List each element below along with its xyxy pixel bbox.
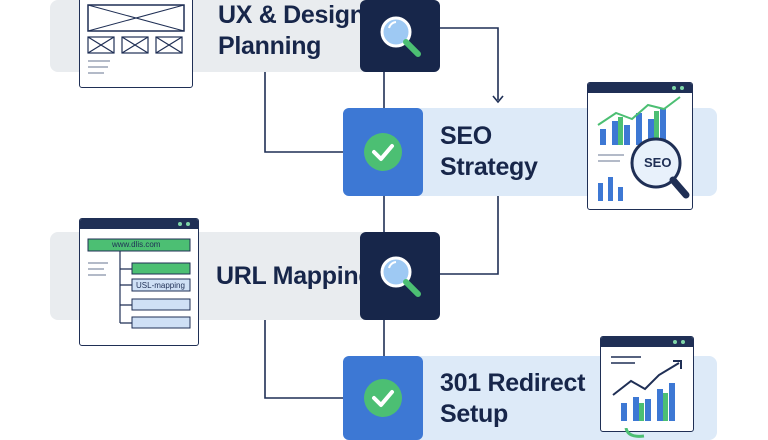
- mapping-node-text: USL-mapping: [136, 281, 185, 290]
- checkmark-icon: [364, 379, 402, 417]
- step-label-url-mapping: URL Mapping: [216, 262, 374, 290]
- redirect-growth-illustration: [600, 336, 694, 432]
- arrow-head: [492, 95, 504, 104]
- url-mapping-illustration: www.dlis.com USL-mapping: [79, 218, 199, 346]
- return-arrow-icon: [624, 428, 645, 438]
- magnifier-icon: [380, 16, 421, 57]
- step-icon-tile-2: [343, 108, 423, 196]
- seo-analytics-illustration: SEO: [587, 82, 693, 210]
- magnifier-icon: [380, 256, 421, 297]
- url-text: www.dlis.com: [112, 240, 161, 249]
- step-icon-tile-3: [360, 232, 440, 320]
- step-icon-tile-4: [343, 356, 423, 440]
- connector-planning-to-seo: [440, 27, 499, 100]
- step-icon-tile-1: [360, 0, 440, 72]
- connector-left-1: [264, 72, 343, 153]
- checkmark-icon: [364, 133, 402, 171]
- connector-left-2: [264, 320, 343, 399]
- wireframe-illustration: [79, 0, 193, 88]
- connector-seo-to-url: [440, 196, 499, 275]
- seo-badge-text: SEO: [644, 155, 672, 170]
